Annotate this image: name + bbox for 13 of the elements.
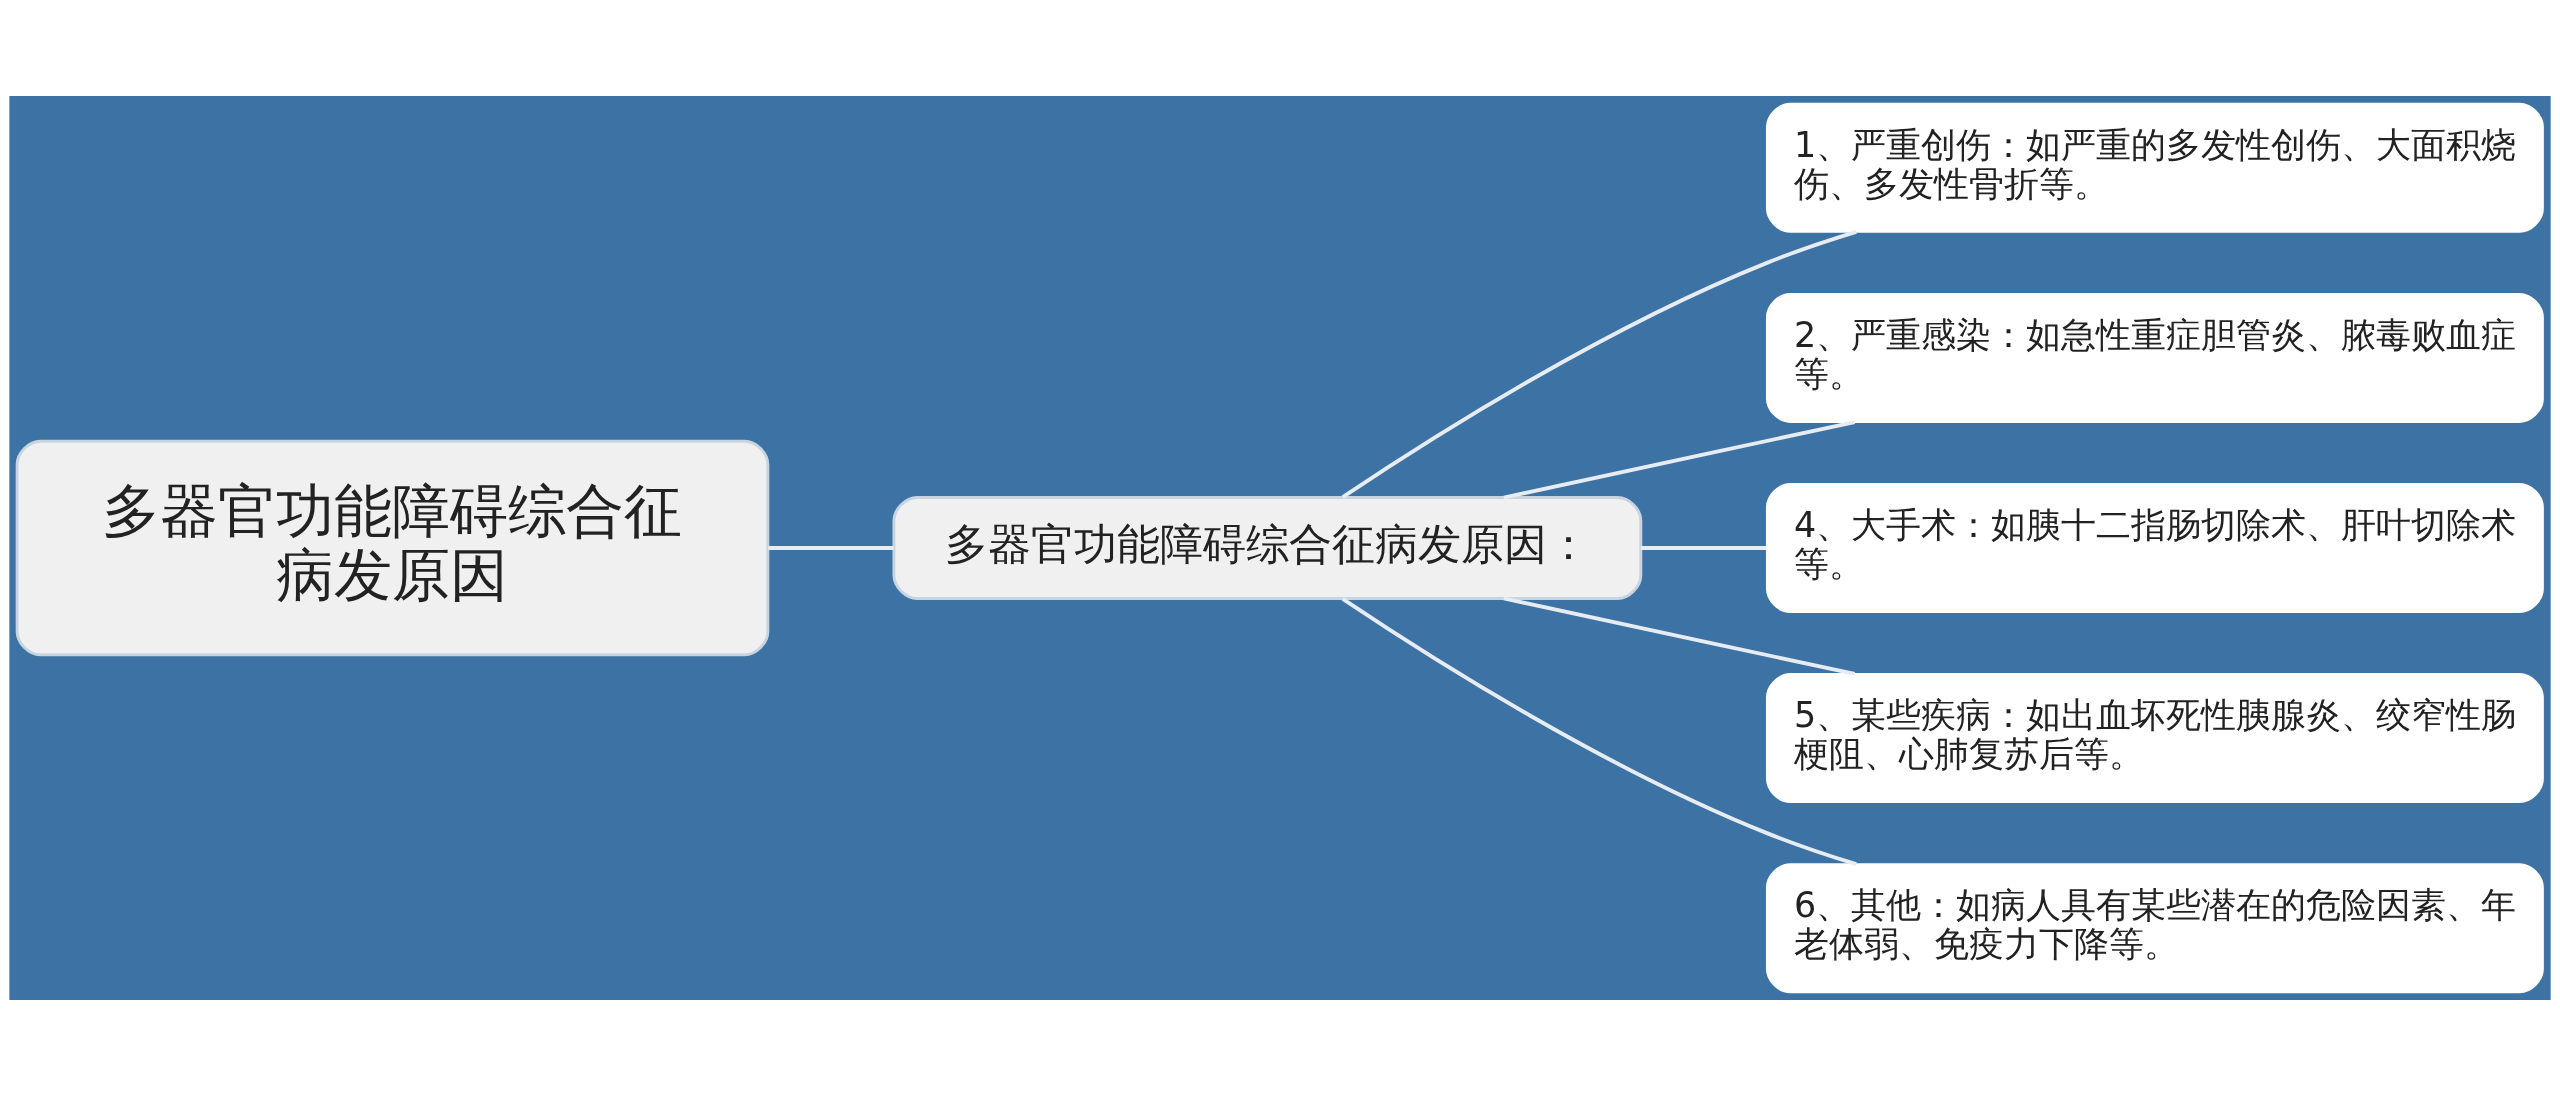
node-box: 5、某些疾病：如出血坏死性胰腺炎、绞窄性肠梗阻、心肺复苏后等。	[1765, 672, 2544, 803]
node-box: 1、严重创伤：如严重的多发性创伤、大面积烧伤、多发性骨折等。	[1765, 102, 2544, 233]
node-box: 2、严重感染：如急性重症胆管炎、脓毒败血症等。	[1765, 292, 2544, 423]
node-box: 多器官功能障碍综合征病发原因	[15, 439, 770, 656]
connector	[1341, 596, 1857, 866]
node-box: 4、大手术：如胰十二指肠切除术、肝叶切除术等。	[1765, 482, 2544, 613]
connector	[1640, 545, 1767, 550]
node-box: 6、其他：如病人具有某些潜在的危险因素、年老体弱、免疫力下降等。	[1765, 862, 2544, 993]
connector	[1341, 229, 1857, 499]
node-box: 多器官功能障碍综合征病发原因：	[892, 495, 1643, 600]
connector	[1503, 596, 1856, 676]
connector	[1503, 419, 1856, 499]
connector	[768, 545, 894, 550]
